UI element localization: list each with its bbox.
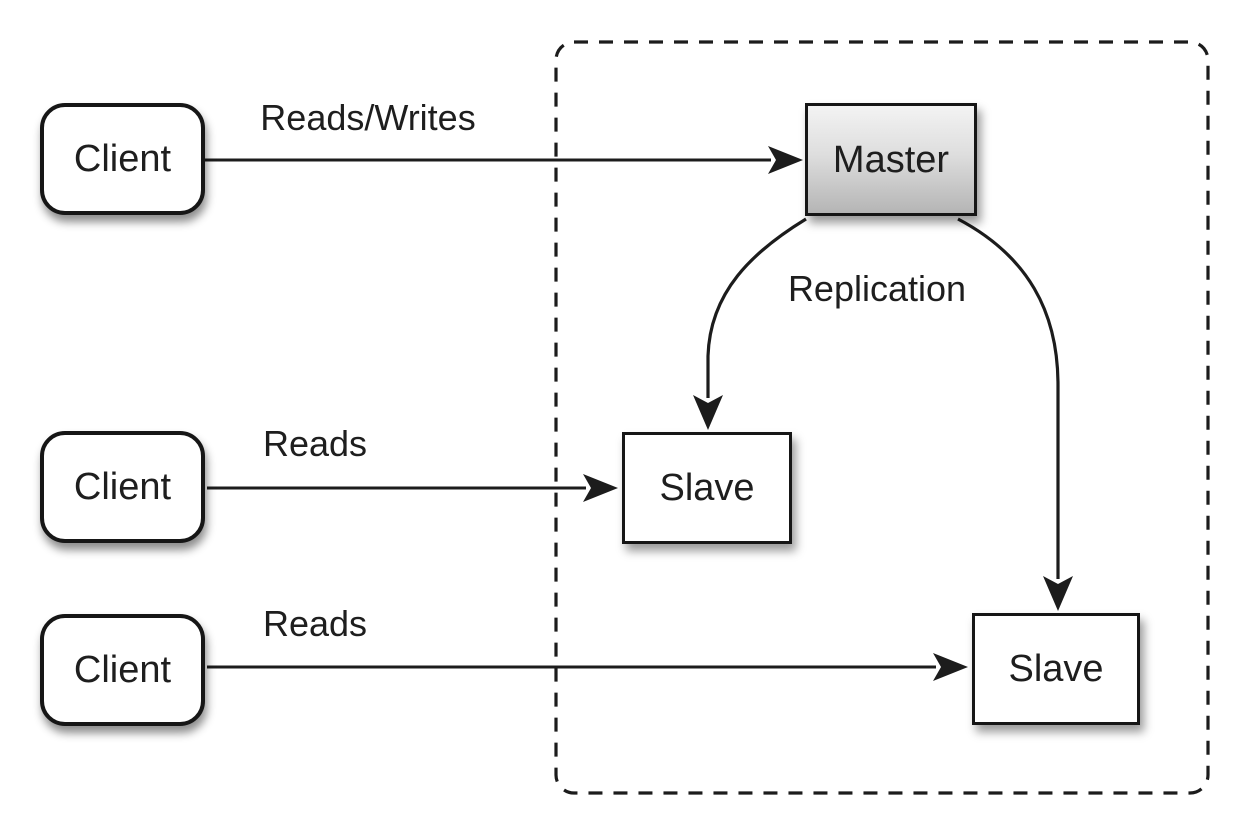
reads-label-bottom: Reads [262, 603, 368, 644]
slave-node-2-label: Slave [1008, 648, 1104, 690]
replication-group-border [554, 40, 1210, 795]
client-node-3-label: Client [73, 649, 172, 691]
reads-arrow-top [207, 474, 618, 502]
client-node-1-label: Client [73, 138, 172, 180]
slave-node-1: Slave [622, 432, 792, 544]
replication-arrow-left-arrowhead [693, 395, 723, 430]
client-node-3: Client [40, 614, 205, 726]
reads-label-top: Reads [262, 423, 368, 464]
reads-writes-arrow [205, 146, 803, 174]
slave-node-2: Slave [972, 613, 1140, 725]
replication-label: Replication [787, 268, 967, 309]
replication-arrow-left [693, 217, 807, 430]
reads-writes-arrowhead [768, 146, 803, 174]
reads-writes-label: Reads/Writes [260, 97, 476, 138]
client-node-2-label: Client [73, 466, 172, 508]
master-node-label: Master [832, 138, 950, 181]
reads-arrow-bottom [207, 653, 968, 681]
replication-arrow-right-line [957, 217, 1060, 579]
reads-arrow-bottom-arrowhead [933, 653, 968, 681]
master-node: Master [805, 103, 977, 216]
replication-arrow-right [957, 217, 1073, 611]
replication-arrow-left-line [706, 217, 807, 398]
replication-arrow-right-arrowhead [1043, 576, 1073, 611]
client-node-1: Client [40, 103, 205, 215]
client-node-2: Client [40, 431, 205, 543]
reads-arrow-top-arrowhead [583, 474, 618, 502]
slave-node-1-label: Slave [659, 467, 755, 509]
